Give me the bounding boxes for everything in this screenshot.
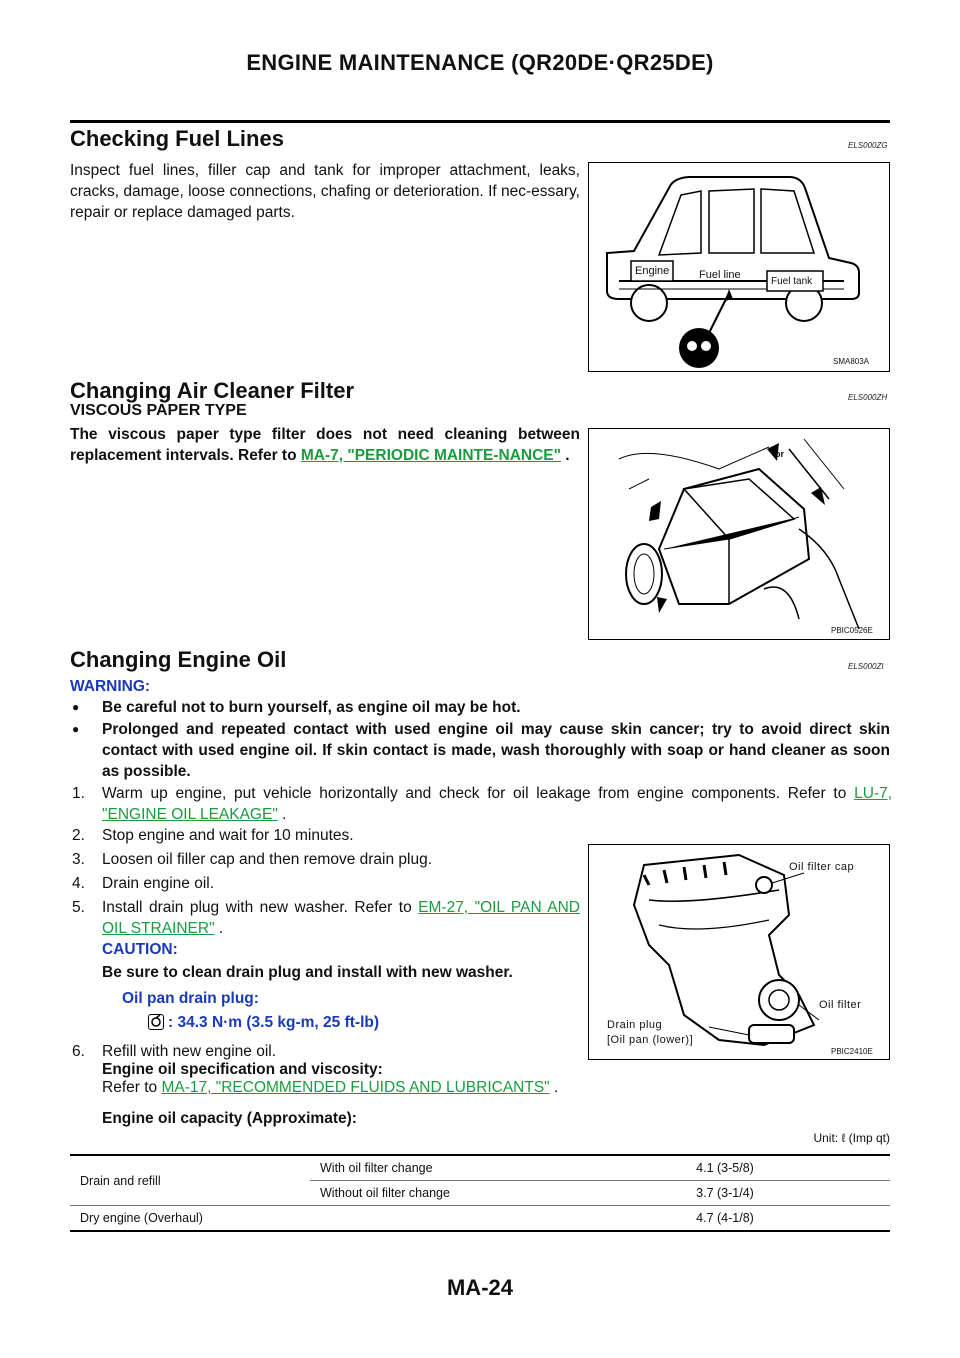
section-code: ELS000ZI — [848, 662, 884, 671]
air-cleaner-diagram — [618, 438, 860, 630]
link-suffix: . — [549, 1079, 559, 1096]
step-number: 1. — [72, 785, 85, 802]
torque-wrench-icon — [148, 1014, 164, 1030]
table-row: Drain and refill With oil filter change … — [70, 1155, 890, 1206]
bullet-icon: ● — [72, 700, 80, 714]
air-cleaner-figure: or PBIC0526E — [588, 428, 890, 640]
table-row: Dry engine (Overhaul) 4.7 (4-1/8) — [70, 1206, 890, 1232]
fig-label-fuel-tank: Fuel tank — [771, 276, 813, 287]
page-header: ENGINE MAINTENANCE (QR20DE·QR25DE) — [246, 50, 714, 75]
oil-capacity-table: Drain and refill With oil filter change … — [70, 1154, 890, 1232]
warning-1: Be careful not to burn yourself, as engi… — [102, 699, 521, 716]
link-suffix: . — [214, 920, 224, 937]
table-cell: With oil filter change — [310, 1155, 560, 1181]
step-number: 6. — [72, 1043, 85, 1060]
link-oil-pan[interactable]: EM-27, "OIL PAN AND OIL STRAINER" — [102, 899, 580, 937]
section-title-engine-oil: Changing Engine Oil — [70, 647, 287, 672]
section-code: ELS000ZH — [848, 393, 888, 402]
step-5: Install drain plug with new washer. Refe… — [102, 897, 580, 939]
fuel-line-figure: Engine Fuel line Fuel tank SMA803A — [588, 162, 890, 372]
table-cell: 3.7 (3-1/4) — [560, 1180, 890, 1206]
step-number: 5. — [72, 899, 85, 916]
table-cell: Dry engine (Overhaul) — [80, 1211, 203, 1225]
torque-value: : 34.3 N·m (3.5 kg-m, 25 ft-lb) — [168, 1014, 380, 1031]
section-title-fuel-lines: Checking Fuel Lines — [70, 126, 284, 151]
spec-title: Engine oil specification and viscosity: — [102, 1061, 383, 1078]
step-number: 2. — [72, 827, 85, 844]
drain-plug-label: Oil pan drain plug: — [122, 990, 259, 1007]
step-4: Drain engine oil. — [102, 875, 215, 892]
fig-label-fuel-line: Fuel line — [699, 269, 741, 281]
table-cell: 4.1 (3-5/8) — [560, 1155, 890, 1181]
warning-2: Prolonged and repeated contact with used… — [102, 721, 890, 780]
fig-label-oil-filter-cap: Oil filter cap — [789, 861, 855, 873]
section-title-air-cleaner: Changing Air Cleaner Filter — [70, 378, 355, 403]
link-recommended-fluids[interactable]: MA-17, "RECOMMENDED FLUIDS AND LUBRICANT… — [161, 1079, 550, 1096]
air-cleaner-text: The viscous paper type filter does not n… — [70, 424, 580, 466]
table-row: Without oil filter change 3.7 (3-1/4) — [70, 1180, 890, 1206]
bullet-icon: ● — [72, 722, 80, 736]
subsection-title: VISCOUS PAPER TYPE — [70, 402, 247, 419]
step-number: 4. — [72, 875, 85, 892]
spec-reference: Refer to MA-17, "RECOMMENDED FLUIDS AND … — [102, 1077, 558, 1098]
fig-label-or: or — [775, 449, 784, 459]
warning-label: WARNING: — [70, 678, 151, 695]
link-oil-leakage[interactable]: LU-7, "ENGINE OIL LEAKAGE" — [102, 785, 892, 823]
fig-label-drain-plug: Drain plug — [607, 1019, 663, 1031]
refer-to: Refer to — [102, 1079, 162, 1096]
caution-text: Be sure to clean drain plug and install … — [102, 964, 513, 981]
page-number: MA-24 — [446, 1275, 513, 1300]
step-text: Install drain plug with new washer. Refe… — [102, 899, 419, 916]
step-6: Refill with new engine oil. — [102, 1043, 277, 1060]
fuel-lines-text: Inspect fuel lines, filler cap and tank … — [70, 162, 580, 221]
step-1: Warm up engine, put vehicle horizontally… — [102, 783, 892, 825]
unit-label: Unit: ℓ (Imp qt) — [813, 1131, 890, 1145]
step-number: 3. — [72, 851, 85, 868]
engine-oil-figure: Oil filter cap Oil filter Drain plug [Oi… — [588, 844, 890, 1060]
link-suffix: . — [561, 447, 570, 464]
capacity-title: Engine oil capacity (Approximate): — [102, 1110, 357, 1127]
engine-diagram — [632, 853, 820, 1047]
step-3: Loosen oil filler cap and then remove dr… — [102, 851, 433, 868]
link-suffix: . — [277, 806, 287, 823]
car-diagram — [606, 176, 860, 368]
table-cell: Without oil filter change — [310, 1180, 560, 1206]
table-cell: Drain and refill — [70, 1155, 310, 1206]
header-rule — [70, 120, 890, 123]
caution-label: CAUTION: — [102, 941, 178, 958]
figure-id: PBIC0526E — [831, 626, 873, 635]
fig-label-oil-pan: [Oil pan (lower)] — [607, 1034, 694, 1046]
air-cleaner-text-body: The viscous paper type filter does not n… — [70, 426, 580, 464]
table-cell: 4.7 (4-1/8) — [696, 1211, 754, 1225]
link-periodic-maintenance[interactable]: MA-7, "PERIODIC MAINTE-NANCE" — [300, 447, 561, 464]
figure-id: SMA803A — [833, 357, 870, 366]
section-code: ELS000ZG — [848, 141, 888, 150]
step-2: Stop engine and wait for 10 minutes. — [102, 827, 354, 844]
fig-label-oil-filter: Oil filter — [819, 999, 862, 1011]
figure-id: PBIC2410E — [831, 1047, 873, 1056]
fig-label-engine: Engine — [635, 265, 670, 277]
step-text: Warm up engine, put vehicle horizontally… — [102, 785, 855, 802]
